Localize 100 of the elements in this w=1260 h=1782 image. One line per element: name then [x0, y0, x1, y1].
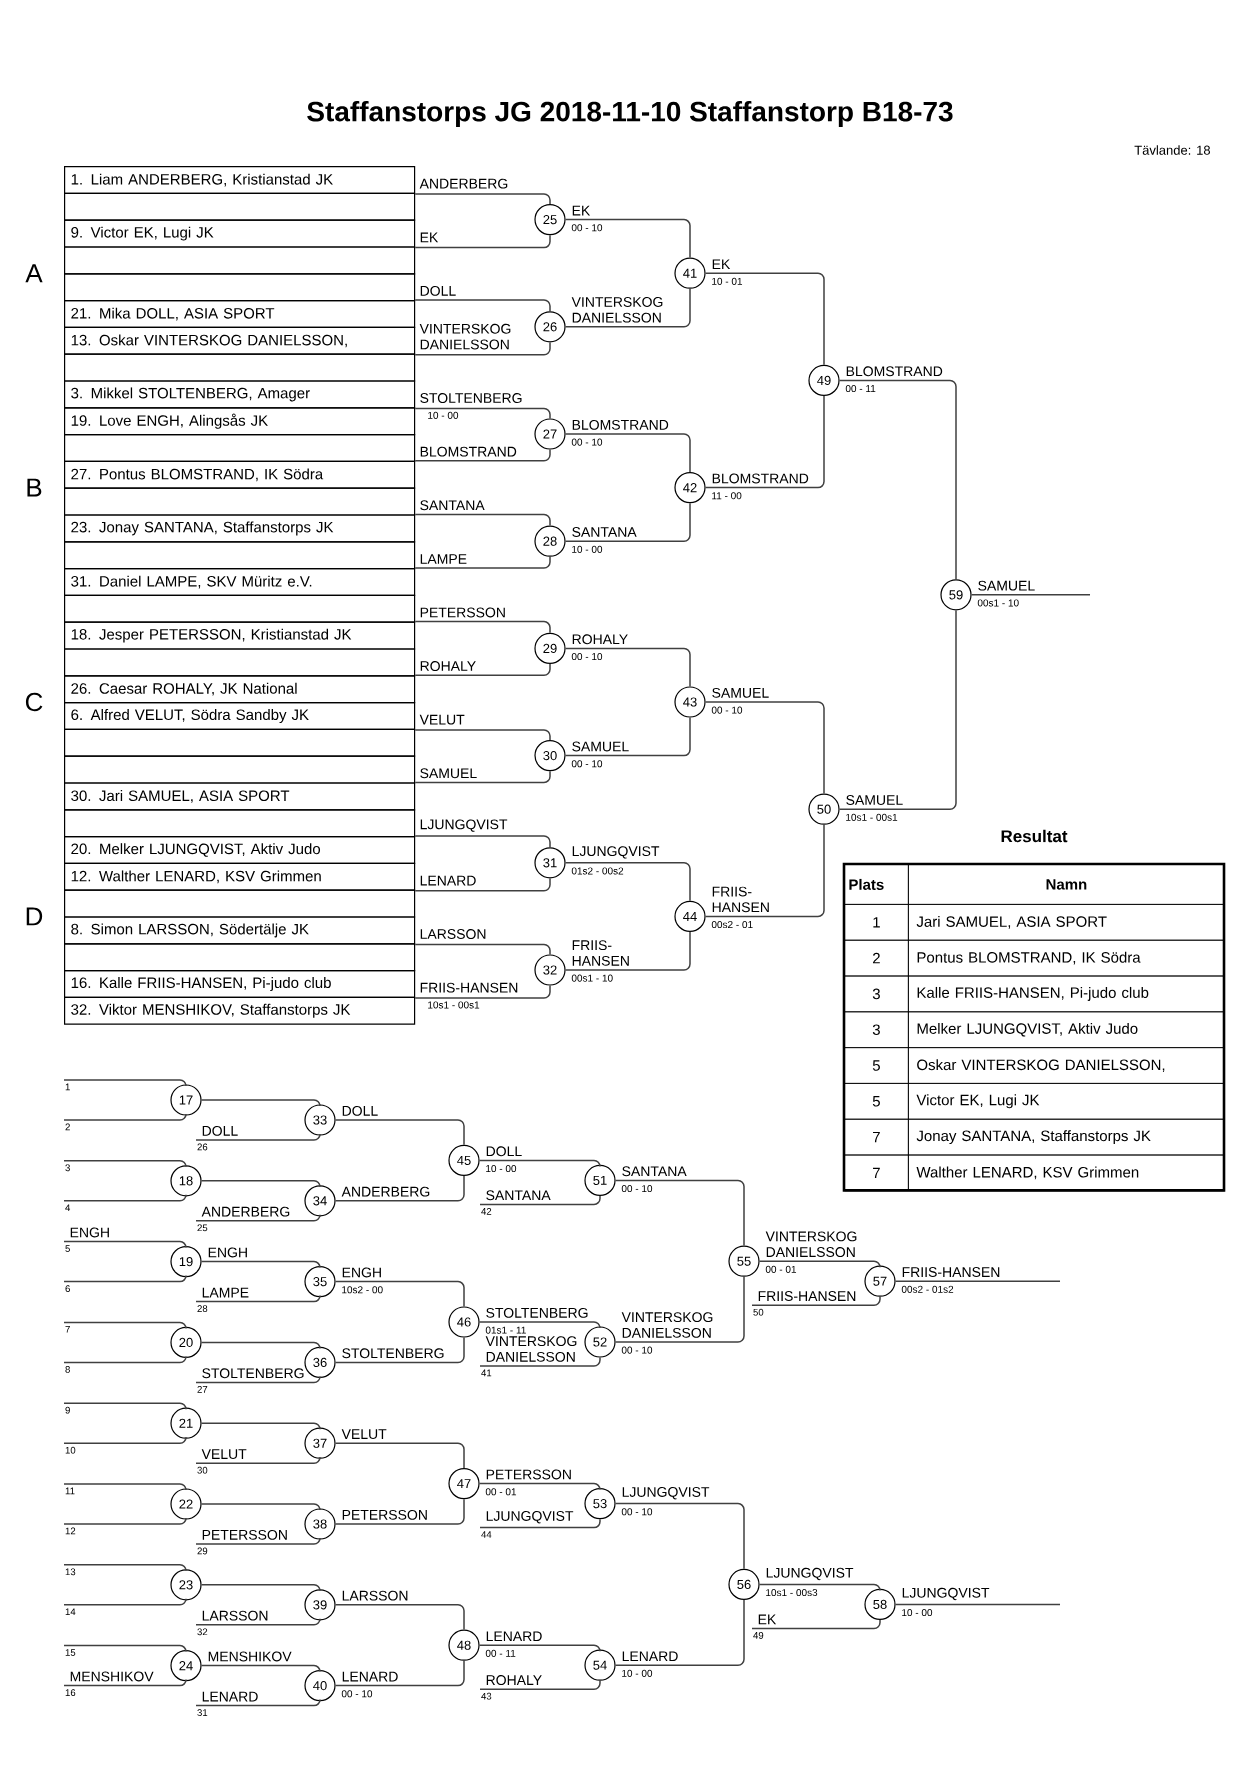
bracket-line: [564, 502, 691, 542]
bracket-line: [564, 862, 691, 902]
group-letter: A: [25, 264, 43, 283]
bracket-line: [200, 1099, 321, 1107]
entry-row: [64, 434, 416, 462]
bracket-line: [195, 1698, 321, 1707]
entry-row: [64, 246, 416, 275]
bracket-line: [63, 1194, 187, 1202]
bracket-line: [63, 1483, 187, 1491]
bracket-line: [414, 620, 551, 634]
bracket-line: [970, 594, 1091, 596]
bracket-line: [564, 716, 691, 757]
bracket-line: [200, 1260, 321, 1269]
bracket-line: [334, 1442, 465, 1469]
bracket-line: [200, 1584, 321, 1592]
bracket-line: [414, 193, 551, 205]
bracket-line: [63, 1355, 187, 1364]
bracket-line: [479, 1356, 601, 1367]
bracket-line: [334, 1604, 465, 1631]
bracket-line: [334, 1660, 465, 1687]
bracket-line: [479, 1518, 601, 1529]
bracket-line: [195, 1456, 321, 1464]
bracket-line: [334, 1175, 465, 1202]
bracket-line: [63, 1644, 187, 1653]
group-letter: C: [25, 692, 43, 712]
bracket-line: [63, 1598, 187, 1606]
bracket-line: [200, 1422, 321, 1430]
bracket-line: [478, 1482, 601, 1491]
entry-row: [64, 728, 416, 757]
bracket-line: [838, 379, 957, 580]
bracket-line: [414, 943, 551, 956]
bracket-line: [414, 984, 551, 999]
bracket-line: [564, 647, 691, 688]
bracket-line: [334, 1498, 465, 1525]
entry-row: [64, 809, 416, 838]
bracket-line: [195, 1294, 321, 1303]
bracket-line: [414, 729, 551, 741]
bracket-line: [63, 1321, 187, 1330]
bracket-line: [478, 1644, 601, 1652]
bracket-line: [704, 824, 825, 918]
bracket-line: [63, 1517, 187, 1525]
bracket-line: [704, 701, 825, 795]
bracket-line: [751, 1619, 881, 1630]
bracket-line: [838, 609, 957, 810]
entry-row: [64, 353, 416, 382]
bracket-line: [414, 877, 551, 892]
bracket-line: [63, 1113, 187, 1121]
bracket-line: [195, 1618, 321, 1626]
bracket-line: [334, 1280, 465, 1308]
bracket-line: [63, 1240, 187, 1249]
bracket-line: [414, 513, 551, 527]
bracket-line: [414, 556, 551, 569]
bracket-line: [751, 1296, 881, 1306]
bracket-line: [414, 407, 551, 420]
bracket-line: [758, 1260, 881, 1268]
bracket-line: [414, 663, 551, 676]
bracket-line: [614, 1276, 745, 1343]
bracket-line: [200, 1664, 321, 1673]
bracket-line: [564, 931, 691, 971]
entry-row: [64, 648, 416, 677]
bracket-line: [200, 1503, 321, 1511]
bracket-line: [614, 1502, 745, 1570]
bracket-line: [414, 448, 551, 462]
bracket-line: [414, 234, 551, 249]
bracket-line: [479, 1680, 601, 1690]
bracket-line: [63, 1564, 187, 1572]
bracket-line: [63, 1678, 187, 1687]
bracket-line: [334, 1119, 465, 1146]
entry-row: [64, 273, 416, 302]
bracket-line: [63, 1274, 187, 1283]
bracket-line: [63, 1436, 187, 1444]
entry-row: [64, 487, 416, 516]
bracket-line: [704, 395, 825, 489]
bracket-line: [414, 835, 551, 848]
bracket-line: [894, 1603, 1061, 1606]
entry-row: [64, 943, 416, 972]
bracket-line: [195, 1375, 321, 1384]
bracket-line: [63, 1079, 187, 1087]
bracket-line: [63, 1402, 187, 1410]
bracket-line: [704, 272, 825, 366]
bracket-line: [478, 1159, 601, 1168]
group-letter: D: [26, 907, 43, 926]
bracket-line: [414, 299, 551, 312]
bracket-line: [614, 1599, 745, 1666]
bracket-line: [195, 1214, 321, 1222]
table-title: Resultat: [1001, 829, 1068, 843]
bracket-line: [894, 1280, 1061, 1282]
entry-row: [64, 755, 416, 784]
group-letter: B: [27, 478, 42, 497]
entry-row: [64, 594, 416, 623]
bracket-line: [564, 218, 691, 259]
bracket-line: [200, 1341, 321, 1350]
bracket-line: [334, 1336, 465, 1364]
bracket-line: [564, 433, 691, 473]
entry-row: [64, 192, 416, 221]
bracket-line: [758, 1583, 881, 1592]
bracket-line: [200, 1180, 321, 1188]
title: Staffanstorps JG 2018-11-10 Staffanstorp B18-73: [307, 100, 953, 128]
bracket-line: [195, 1537, 321, 1545]
entry-row: [64, 541, 416, 570]
